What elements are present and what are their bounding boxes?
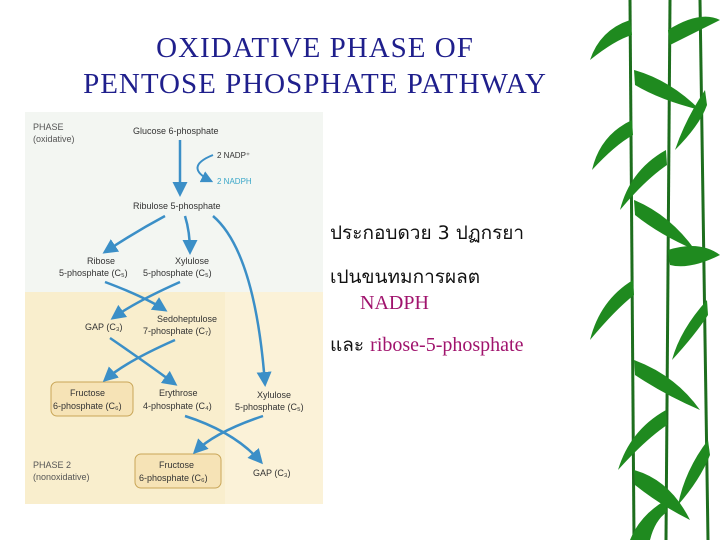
gap2-label: GAP (C₃) bbox=[253, 468, 291, 478]
bamboo-decoration bbox=[590, 0, 720, 540]
desc-line-4: และ ribose-5-phosphate bbox=[330, 330, 523, 360]
sedoheptulose-label-2: 7-phosphate (C₇) bbox=[143, 326, 211, 336]
erythrose-label-2: 4-phosphate (C₄) bbox=[143, 401, 212, 411]
arrow-xylulose-to-gap bbox=[110, 280, 181, 320]
fructose2-label-2: 6-phosphate (C₆) bbox=[139, 473, 208, 483]
desc-line-1: ประกอบดวย 3 ปฏกรยา bbox=[330, 222, 525, 244]
erythrose-label-1: Erythrose bbox=[159, 388, 198, 398]
nadp-label: 2 NADP⁺ bbox=[217, 151, 250, 160]
pathway-diagram: PHASE (oxidative) PHASE 2 (nonoxidative)… bbox=[25, 112, 323, 504]
phase2-label: PHASE 2 bbox=[33, 460, 71, 470]
sedoheptulose-label-1: Sedoheptulose bbox=[157, 314, 217, 324]
arrow-ribulose-to-xylulose bbox=[182, 215, 198, 255]
phase2-sublabel: (nonoxidative) bbox=[33, 472, 90, 482]
arrow-gap-to-erythrose bbox=[109, 336, 178, 386]
phase1-background bbox=[25, 112, 323, 292]
ribose-text: ribose-5-phosphate bbox=[370, 334, 524, 356]
xylulose-label-1: Xylulose bbox=[175, 256, 209, 266]
arrow-nadp-curve bbox=[196, 154, 214, 183]
xylulose2-label-1: Xylulose bbox=[257, 390, 291, 400]
phase1-label: PHASE bbox=[33, 122, 64, 132]
title-line-2: PENTOSE PHOSPHATE PATHWAY bbox=[83, 68, 547, 100]
and-text: และ bbox=[330, 334, 365, 356]
ribose-label-2: 5-phosphate (C₅) bbox=[59, 268, 128, 278]
arrow-ribulose-to-xylulose2 bbox=[212, 215, 272, 387]
gap-label: GAP (C₃) bbox=[85, 322, 123, 332]
xylulose2-label-2: 5-phosphate (C₅) bbox=[235, 402, 304, 412]
fructose2-box bbox=[134, 453, 222, 489]
ribose-label-1: Ribose bbox=[87, 256, 115, 266]
nadph-text: NADPH bbox=[360, 292, 429, 314]
desc-line-2: เปนขนทมการผลต bbox=[330, 266, 481, 288]
fructose2-label-1: Fructose bbox=[159, 460, 194, 470]
pathway-arrows bbox=[102, 140, 272, 465]
title-line-1: OXIDATIVE PHASE OF bbox=[156, 32, 474, 64]
arrow-ribulose-to-ribose bbox=[102, 214, 166, 254]
fructose-box bbox=[50, 381, 134, 417]
arrow-xylulose2-to-fructose2 bbox=[192, 414, 264, 455]
ribulose-5-phosphate-label: Ribulose 5-phosphate bbox=[133, 201, 221, 211]
fructose-label-1: Fructose bbox=[70, 388, 105, 398]
xylulose-label-2: 5-phosphate (C₅) bbox=[143, 268, 212, 278]
fructose-label-2: 6-phosphate (C₆) bbox=[53, 401, 122, 411]
arrow-erythrose-to-gap2 bbox=[184, 414, 263, 465]
arrow-ribose-to-sedo bbox=[104, 280, 168, 312]
nadph-label: 2 NADPH bbox=[217, 177, 252, 186]
glucose-6-phosphate-label: Glucose 6-phosphate bbox=[133, 126, 219, 136]
phase1-sublabel: (oxidative) bbox=[33, 134, 75, 144]
arrow-sedo-to-fructose bbox=[102, 338, 176, 383]
slide-title: OXIDATIVE PHASE OF PENTOSE PHOSPHATE PAT… bbox=[0, 30, 630, 102]
